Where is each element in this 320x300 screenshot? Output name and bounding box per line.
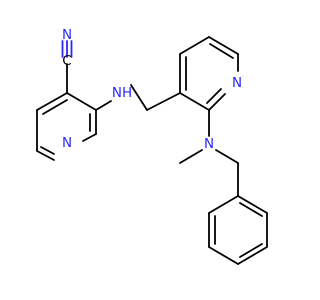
- bond-b6: [179, 92, 210, 111]
- chemical-structure: C N NH N N N: [36, 27, 268, 265]
- bond-b5-inner: [206, 88, 222, 104]
- bond-p6: [208, 195, 239, 214]
- atom-label-nitrile-n: N: [62, 27, 72, 43]
- bond-a6-inner: [42, 99, 68, 115]
- bond-a3: [82, 133, 97, 142]
- bond-a4: [36, 150, 55, 161]
- tertiary-amine-group: [179, 109, 239, 197]
- bond-a6: [36, 92, 68, 111]
- bond-p1: [237, 195, 268, 214]
- bond-n-to-methyl: [179, 149, 203, 164]
- bond-ch2-to-ring-b: [146, 92, 181, 111]
- bond-b2: [179, 36, 210, 55]
- atom-label-ring-a-n: N: [62, 135, 72, 151]
- bond-nh-to-ch2: [130, 84, 148, 111]
- bond-b3: [208, 36, 239, 55]
- bond-a1: [66, 92, 97, 111]
- bond-n-to-benzyl-ch2: [215, 149, 239, 164]
- atom-label-ring-b-n: N: [232, 75, 242, 91]
- bond-p3: [237, 246, 268, 265]
- bond-ring-a-to-nh: [95, 100, 112, 111]
- bond-p3-inner: [239, 243, 263, 258]
- pyridine-ring-left: [36, 92, 97, 161]
- atom-label-tertiary-n: N: [204, 136, 214, 152]
- atom-label-amine-nh: NH: [112, 85, 132, 101]
- bond-b3-inner: [209, 43, 234, 59]
- atom-label-nitrile-c: C: [62, 53, 71, 69]
- bond-p4: [208, 246, 239, 265]
- phenyl-ring: [208, 195, 268, 265]
- amine-linker: [95, 84, 181, 111]
- nitrile-group: [61, 40, 73, 94]
- bond-b5: [208, 93, 226, 111]
- bond-p1-inner: [239, 202, 263, 217]
- bond-a4-inner: [40, 146, 55, 155]
- pyridine-ring-right: [179, 36, 239, 111]
